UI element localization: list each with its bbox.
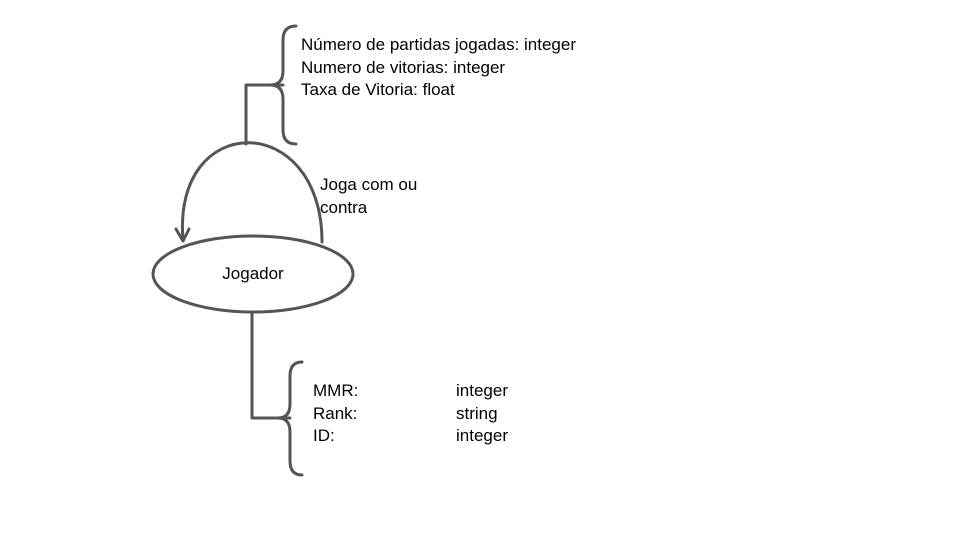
relationship-attribute-brace — [268, 24, 298, 146]
relationship-label: Joga com ou contra — [320, 174, 417, 219]
relationship-attribute-item: Taxa de Vitoria: float — [301, 80, 455, 99]
relationship-attribute-item: Numero de vitorias: integer — [301, 57, 506, 77]
attribute-name: MMR: — [313, 381, 359, 400]
entity-attribute-connector — [250, 310, 292, 420]
relationship-attribute-connector — [244, 83, 285, 146]
attribute-type: integer — [456, 381, 508, 400]
relationship-arrowhead — [174, 227, 191, 243]
relationship-attribute-list: Número de partidas jogadas: integer Nume… — [301, 34, 576, 102]
relationship-label-line-1: Joga com ou — [320, 175, 418, 194]
entity-attribute-row: MMR: integer — [313, 380, 508, 403]
attribute-type: string — [456, 403, 498, 423]
relationship-attribute-item: Número de partidas jogadas: integer — [301, 35, 576, 54]
attribute-name: Rank: — [313, 403, 358, 423]
relationship-label-line-2: contra — [320, 197, 368, 217]
entity-attribute-brace — [276, 360, 304, 477]
entity-attribute-row: Rank: string — [313, 403, 508, 426]
entity-label: Jogador — [222, 264, 284, 283]
entity-attribute-list: MMR: integer Rank: string ID: integer — [313, 380, 508, 448]
attribute-type: integer — [456, 426, 508, 445]
attribute-name: ID: — [313, 426, 335, 445]
relationship-loop-arc — [180, 141, 324, 244]
entity-attribute-row: ID: integer — [313, 425, 508, 448]
